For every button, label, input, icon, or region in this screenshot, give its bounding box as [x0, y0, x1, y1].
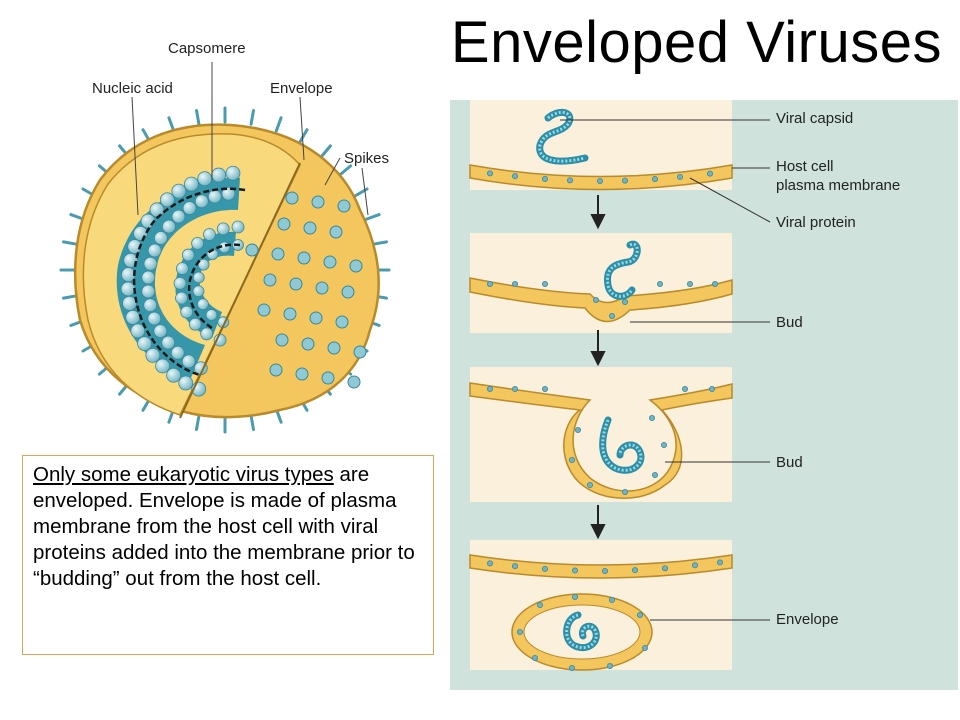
label-plasma-membrane: plasma membrane	[776, 177, 901, 194]
label-envelope-bottom: Envelope	[776, 611, 839, 628]
label-viral-capsid: Viral capsid	[776, 110, 854, 127]
label-envelope-top: Envelope	[270, 80, 333, 97]
membrane-viral-proteins	[486, 170, 724, 672]
label-nucleic-acid: Nucleic acid	[92, 80, 173, 97]
description-text-box: Only some eukaryotic virus types are env…	[22, 455, 434, 655]
arrow-down-icon	[590, 505, 606, 540]
arrow-down-icon	[590, 195, 606, 230]
capsomere-beads	[120, 165, 245, 397]
description-underlined: Only some eukaryotic virus types	[33, 463, 334, 486]
description-rest: are enveloped. Envelope is made of plasm…	[33, 463, 415, 590]
enveloped-virus-illustration	[59, 62, 391, 434]
label-bud-2: Bud	[776, 454, 803, 471]
label-bud-1: Bud	[776, 314, 803, 331]
label-capsomere: Capsomere	[168, 40, 246, 57]
stage-1	[469, 100, 733, 191]
arrow-down-icon	[590, 330, 606, 367]
stage-3	[469, 367, 733, 502]
label-viral-protein: Viral protein	[776, 214, 856, 231]
label-host-cell: Host cell	[776, 158, 834, 175]
label-spikes: Spikes	[344, 150, 390, 167]
stage-4	[469, 540, 733, 671]
surface-spike-dots	[245, 191, 367, 389]
budding-sequence-panel	[450, 100, 958, 690]
nucleic-acid-strand	[132, 187, 246, 377]
page-title: Enveloped Viruses	[450, 10, 942, 75]
